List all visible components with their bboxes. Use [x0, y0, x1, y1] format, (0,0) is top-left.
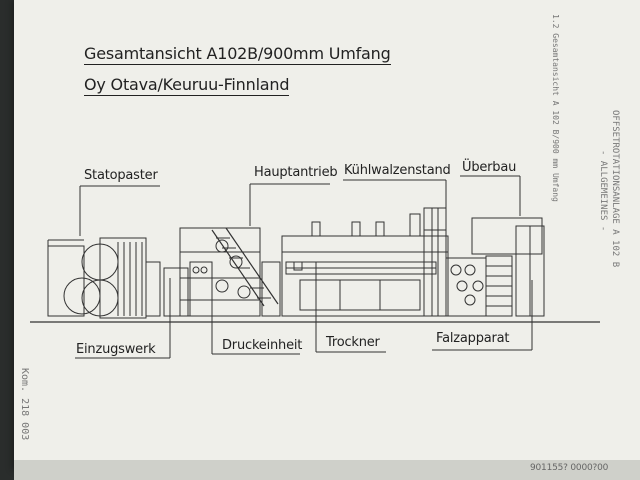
label-druckeinheit: Druckeinheit [222, 338, 303, 353]
label-trockner: Trockner [326, 335, 380, 350]
rotated-code: Kom. 218 003 [19, 368, 30, 441]
label-statopaster: Statopaster [84, 168, 158, 183]
label-falzapparat: Falzapparat [436, 331, 510, 346]
binder-edge [0, 0, 14, 480]
label-hauptantrieb: Hauptantrieb [254, 165, 338, 180]
drawing-title: Gesamtansicht A102B/900mm Umfang [84, 44, 391, 65]
label-ueberbau: Überbau [462, 160, 517, 175]
side-label-1: 1.2 Gesamtansicht A 102 B/900 mm Umfang [551, 14, 560, 202]
bottom-strip [14, 460, 640, 480]
label-einzugswerk: Einzugswerk [76, 342, 156, 357]
drawing-subtitle: Oy Otava/Keuruu-Finnland [84, 75, 290, 96]
document-sheet [14, 0, 640, 470]
side-label-2: OFFSETROTATIONSANLAGE A 102 B [610, 110, 620, 268]
bottom-code: 901155? 0000?00 [530, 463, 609, 473]
side-label-3: - ALLGEMEINES - [598, 150, 608, 232]
label-kuehlwalzenstand: Kühlwalzenstand [344, 163, 451, 178]
